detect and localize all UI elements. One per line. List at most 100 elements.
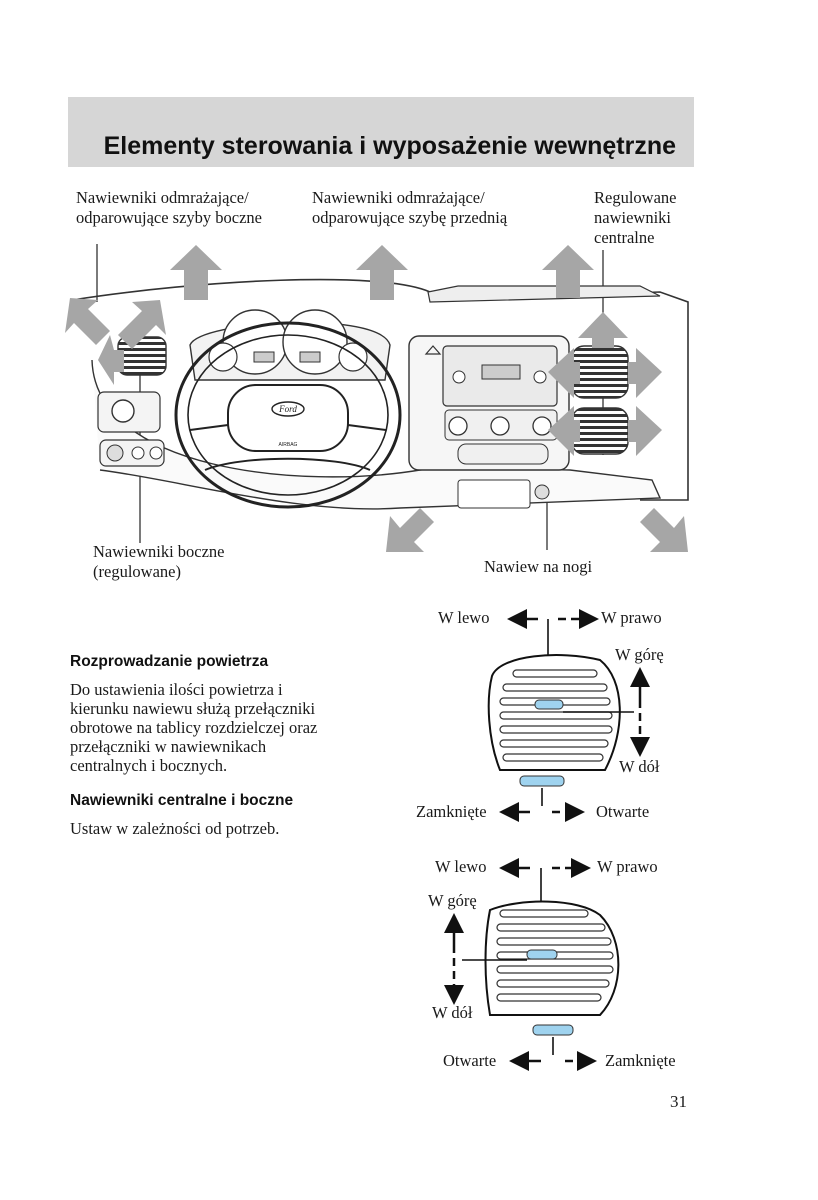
hazard-button-icon <box>424 345 442 355</box>
arrow-central-right-lower <box>628 406 662 456</box>
vent2-label-up: W górę <box>428 891 477 910</box>
vent1-label-right: W prawo <box>601 608 662 627</box>
vent1-thumbwheel <box>519 775 565 787</box>
speedometer <box>282 309 348 375</box>
louvre <box>496 923 606 932</box>
label-side-defrost: Nawiewniki odmrażające/ odparowujące szy… <box>76 188 262 228</box>
arrow-central-right <box>628 348 662 398</box>
heading-vents: Nawiewniki centralne i boczne <box>70 792 294 809</box>
page-number: 31 <box>670 1092 687 1111</box>
vent2-control-slider <box>526 949 558 960</box>
light-switch-knob <box>111 399 135 423</box>
radio-knob <box>533 370 547 384</box>
label-central-line2: nawiewniki <box>594 208 671 227</box>
arrow-side-vent <box>98 335 124 385</box>
airbag-text: AIRBAG <box>279 442 298 448</box>
louvre <box>496 951 614 960</box>
label-front-defrost: Nawiewniki odmrażające/ odparowujące szy… <box>312 188 507 228</box>
arrow-central-left-lower <box>548 406 580 456</box>
label-side-vents-line2: (regulowane) <box>93 562 181 581</box>
arrow-footwell-left <box>386 508 434 552</box>
trip-display <box>299 351 321 363</box>
arrow-up-center <box>542 245 594 298</box>
air-distribution-knob <box>532 416 552 436</box>
vent1-label-left: W lewo <box>438 608 490 627</box>
label-side-vents: Nawiewniki boczne (regulowane) <box>93 542 225 582</box>
temperature-knob <box>490 416 510 436</box>
radio-knob <box>452 370 466 384</box>
louvre <box>499 909 589 918</box>
label-central-vents: Regulowane nawiewniki centralne <box>594 188 676 248</box>
label-side-defrost-line2: odparowujące szyby boczne <box>76 208 263 227</box>
vent1-label-open: Otwarte <box>596 802 650 821</box>
steering-hub <box>227 384 349 452</box>
left-side-vent <box>117 336 167 376</box>
central-vent-lower <box>571 407 629 455</box>
steering-wheel <box>174 321 402 509</box>
louvre <box>512 669 598 678</box>
central-vent-upper <box>571 345 629 399</box>
vent1-label-closed: Zamknięte <box>416 802 487 821</box>
switch-icon <box>131 446 145 460</box>
label-front-defrost-line2: odparowujące szybę przednią <box>312 208 508 227</box>
vent2-label-left: W lewo <box>435 857 487 876</box>
label-central-line3: centralne <box>594 228 655 247</box>
arrow-side-defrost-left <box>65 298 110 345</box>
louvre <box>499 711 613 720</box>
louvre <box>502 753 604 762</box>
ford-logo-text: Ford <box>278 404 297 414</box>
wheel-lower-spoke <box>204 457 371 471</box>
arrow-side-defrost-right <box>118 300 166 349</box>
page-title: Elementy sterowania i wyposażenie wewnęt… <box>103 132 676 160</box>
label-central-line1: Regulowane <box>594 188 677 207</box>
switch-icon <box>149 446 163 460</box>
arrow-central-up <box>578 312 628 348</box>
paragraph-line: Do ustawienia ilości powietrza i <box>70 680 283 699</box>
arrow-up-left-defrost <box>170 245 222 300</box>
louvre <box>496 979 610 988</box>
louvre <box>496 937 612 946</box>
vent2-body <box>484 900 620 1016</box>
vent2-thumbwheel <box>532 1024 574 1036</box>
label-footwell: Nawiew na nogi <box>484 557 593 576</box>
fan-speed-knob <box>448 416 468 436</box>
louvre <box>499 739 609 748</box>
paragraph-line: przełączniki w nawiewnikach <box>70 737 267 756</box>
ignition-icon <box>106 444 124 462</box>
paragraph-line: obrotowe na tablicy rozdzielczej oraz <box>70 718 318 737</box>
cigar-lighter-icon <box>534 484 550 500</box>
paragraph-air-distribution: Do ustawienia ilości powietrza i kierunk… <box>70 680 317 775</box>
vent2-label-closed: Zamknięte <box>605 1051 676 1070</box>
vent1-label-up: W górę <box>615 645 664 664</box>
louvre <box>499 725 613 734</box>
label-side-vents-line1: Nawiewniki boczne <box>93 542 225 561</box>
vent1-label-down: W dół <box>619 757 660 776</box>
paragraph-line: kierunku nawiewu służą przełączniki <box>70 699 316 718</box>
louvre <box>496 965 614 974</box>
vent2-louvres <box>496 909 614 1002</box>
paragraph-vents: Ustaw w zależności od potrzeb. <box>70 819 280 838</box>
dash-top-tray <box>427 285 661 303</box>
arrow-up-front-defrost <box>356 245 408 300</box>
steering-wheel-inner <box>187 334 389 496</box>
arrow-central-left <box>548 348 580 398</box>
page-header: Elementy sterowania i wyposażenie wewnęt… <box>68 97 694 167</box>
odometer-display <box>253 351 275 363</box>
climate-buttons <box>457 443 549 465</box>
vent1-louvres <box>499 669 613 762</box>
vent2-label-open: Otwarte <box>443 1051 497 1070</box>
louvre <box>496 993 602 1002</box>
label-side-defrost-line1: Nawiewniki odmrażające/ <box>76 188 249 207</box>
paragraph-line: centralnych i bocznych. <box>70 756 228 775</box>
ford-logo <box>271 401 305 417</box>
vent1-control-slider <box>534 699 564 710</box>
airflow-arrows <box>65 245 688 552</box>
heading-air-distribution: Rozprowadzanie powietrza <box>70 653 269 670</box>
arrow-footwell-right <box>640 508 688 552</box>
louvre <box>499 697 611 706</box>
vent1-body <box>487 654 621 771</box>
louvre <box>502 683 608 692</box>
wheel-spoke-left <box>189 424 229 431</box>
vent-diagram-2 <box>444 858 620 1071</box>
vent2-label-right: W prawo <box>597 857 658 876</box>
